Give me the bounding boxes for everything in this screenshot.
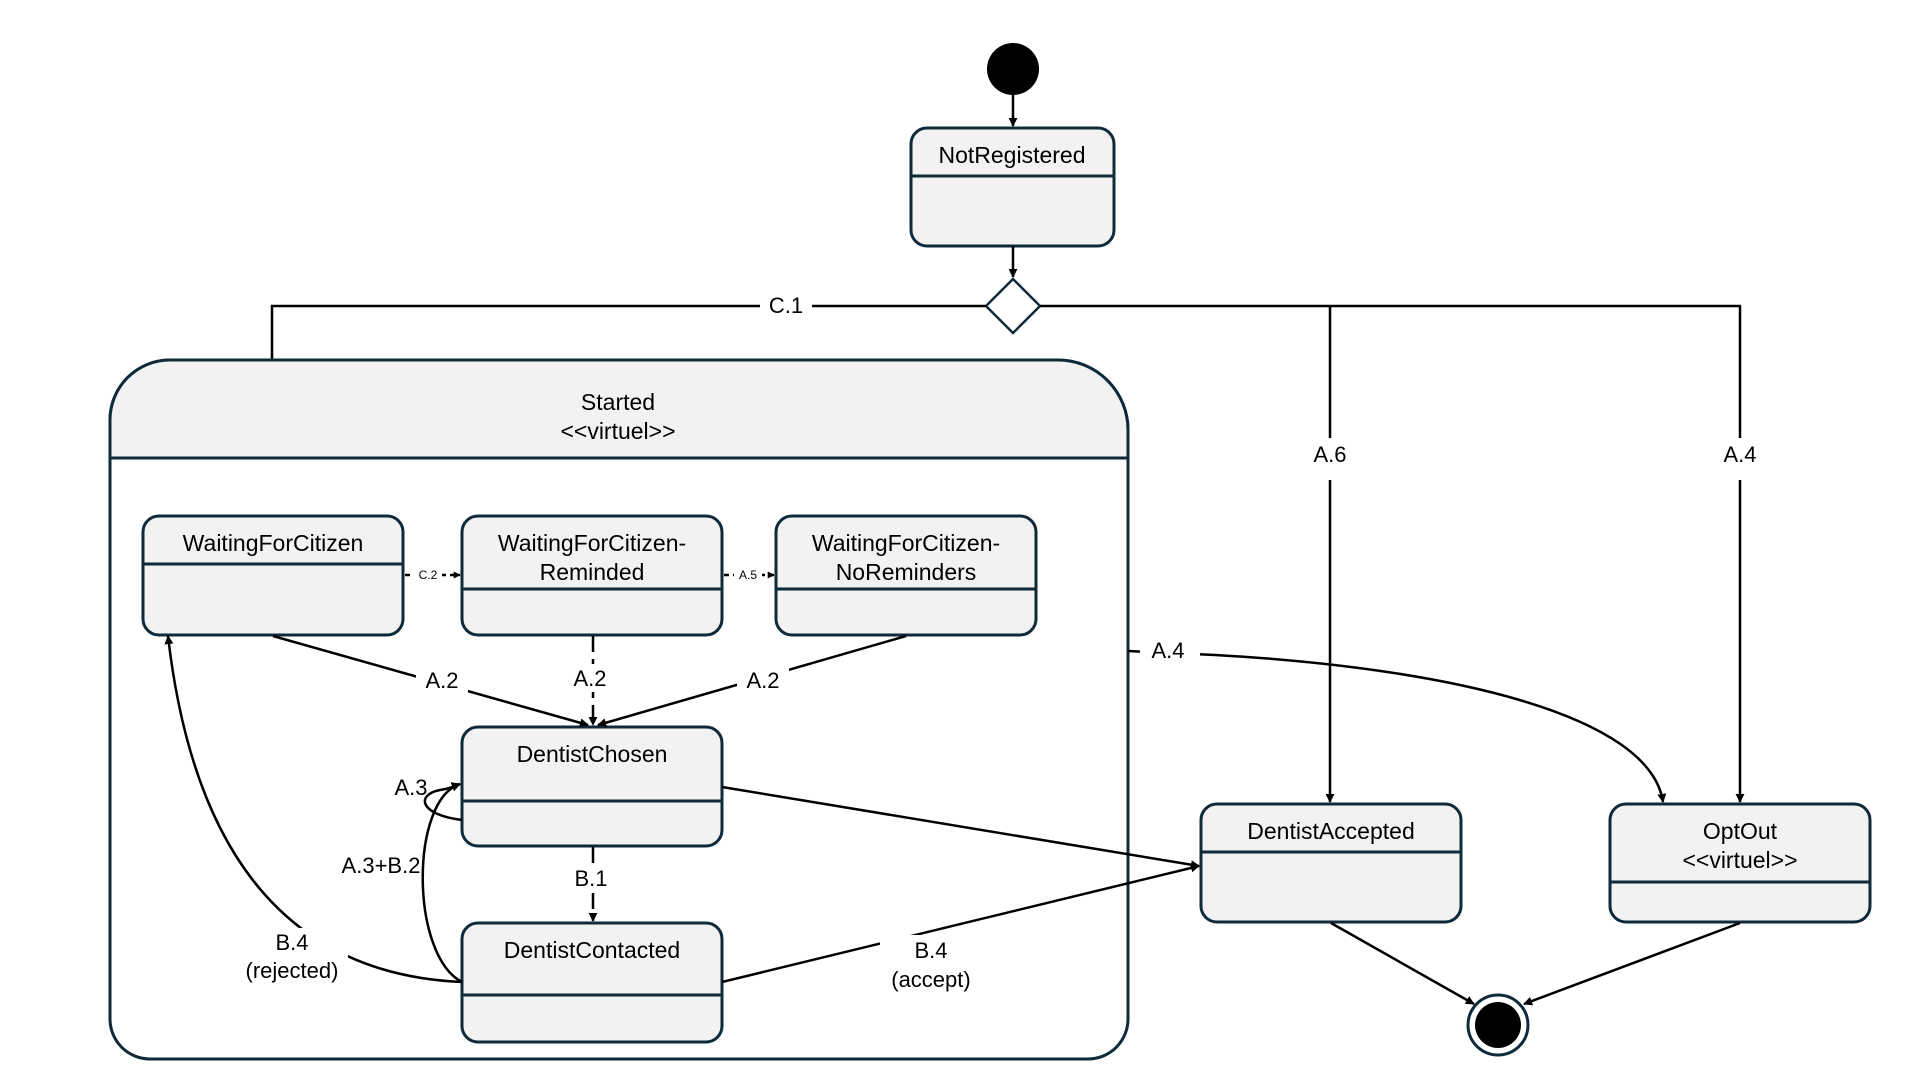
state-waiting-for-citizen-label: WaitingForCitizen bbox=[183, 530, 364, 556]
edge-optout-to-final bbox=[1523, 921, 1741, 1006]
state-dentist-chosen-label: DentistChosen bbox=[517, 741, 668, 767]
edge-label-c2: C.2 bbox=[419, 568, 438, 582]
state-waiting-noreminders[interactable]: WaitingForCitizen- NoReminders bbox=[774, 514, 1038, 637]
state-dentist-accepted[interactable]: DentistAccepted bbox=[1199, 802, 1463, 924]
state-waiting-reminded-label-1: WaitingForCitizen- bbox=[498, 530, 686, 556]
edge-label-a3-b2: A.3+B.2 bbox=[342, 853, 421, 878]
state-not-registered-label: NotRegistered bbox=[938, 142, 1085, 168]
edge-a3-b2 bbox=[421, 782, 463, 984]
state-waiting-reminded-label-2: Reminded bbox=[540, 559, 645, 585]
edge-label-a3: A.3 bbox=[394, 775, 427, 800]
state-waiting-for-citizen[interactable]: WaitingForCitizen bbox=[141, 514, 405, 637]
edge-label-b4-accept-1: B.4 bbox=[914, 938, 947, 963]
state-waiting-noreminders-label-1: WaitingForCitizen- bbox=[812, 530, 1000, 556]
state-waiting-noreminders-label-2: NoReminders bbox=[836, 559, 977, 585]
edge-label-a4-started: A.4 bbox=[1151, 638, 1184, 663]
edge-label-c1: C.1 bbox=[769, 293, 803, 318]
edge-label-b4-rejected-2: (rejected) bbox=[246, 958, 339, 983]
edge-label-a2-left: A.2 bbox=[425, 668, 458, 693]
state-started-label: Started bbox=[581, 389, 655, 415]
edge-b4-accept bbox=[721, 863, 1200, 984]
edge-a4-right bbox=[1040, 304, 1745, 803]
choice-node bbox=[984, 277, 1042, 335]
state-optout-label: OptOut bbox=[1703, 818, 1778, 844]
initial-node bbox=[987, 43, 1039, 95]
state-not-registered[interactable]: NotRegistered bbox=[909, 126, 1116, 248]
edge-accepted-to-final bbox=[1330, 921, 1475, 1006]
edge-label-b4-accept-2: (accept) bbox=[891, 967, 970, 992]
edge-b4-rejected bbox=[164, 635, 463, 984]
edge-chosen-to-accepted bbox=[721, 785, 1200, 870]
edge-label-a5: A.5 bbox=[739, 568, 757, 582]
edge-label-b1: B.1 bbox=[574, 866, 607, 891]
state-optout[interactable]: OptOut <<virtuel>> bbox=[1608, 802, 1872, 924]
edge-label-b4-rejected-1: B.4 bbox=[275, 930, 308, 955]
state-optout-stereotype: <<virtuel>> bbox=[1682, 847, 1797, 873]
state-waiting-reminded[interactable]: WaitingForCitizen- Reminded bbox=[460, 514, 724, 637]
state-dentist-contacted-label: DentistContacted bbox=[504, 937, 680, 963]
edge-label-a6: A.6 bbox=[1313, 442, 1346, 467]
state-started-stereotype: <<virtuel>> bbox=[560, 418, 675, 444]
final-node bbox=[1466, 993, 1530, 1057]
edge-label-a2-mid: A.2 bbox=[573, 666, 606, 691]
edge-a4-started bbox=[1127, 649, 1667, 803]
edge-label-a2-right: A.2 bbox=[746, 668, 779, 693]
state-dentist-accepted-label: DentistAccepted bbox=[1247, 818, 1414, 844]
state-dentist-contacted[interactable]: DentistContacted bbox=[460, 921, 724, 1044]
state-dentist-chosen[interactable]: DentistChosen bbox=[460, 725, 724, 848]
edge-label-a4-right: A.4 bbox=[1723, 442, 1756, 467]
